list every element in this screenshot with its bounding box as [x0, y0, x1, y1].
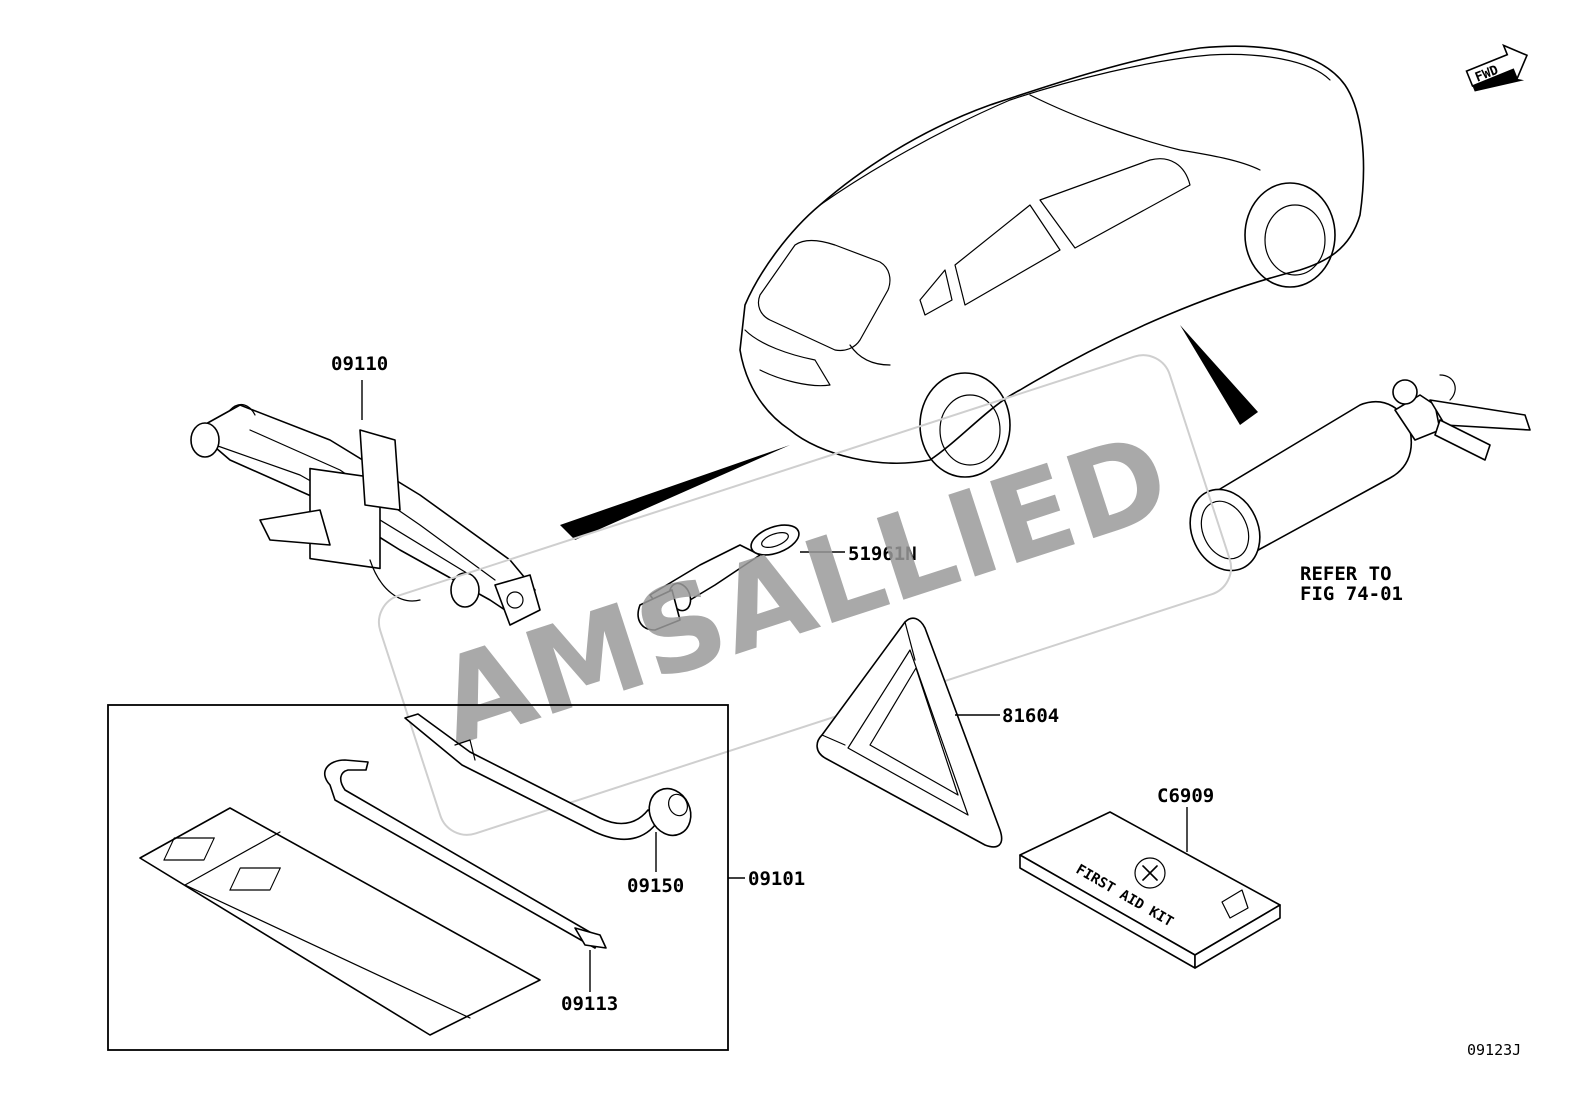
label-09110: 09110 [331, 353, 388, 375]
label-09101: 09101 [748, 868, 805, 890]
label-c6909: C6909 [1157, 785, 1214, 807]
label-51961n: 51961N [848, 543, 917, 565]
extinguisher-note-line1: REFER TO [1300, 563, 1392, 585]
extinguisher-note-line2: FIG 74-01 [1300, 583, 1403, 605]
jack-handle [324, 759, 607, 949]
tool-bag [139, 807, 541, 1036]
wheel-wrench [404, 713, 692, 841]
first-aid-kit: FIRST AID KIT [1019, 811, 1281, 969]
vehicle-outline [560, 45, 1365, 540]
fire-extinguisher [1189, 374, 1531, 572]
watermark-text: AMSALLIED [421, 407, 1184, 772]
fwd-arrow-icon: FWD [1465, 43, 1529, 92]
tow-hook [637, 524, 800, 631]
label-81604: 81604 [1002, 705, 1059, 727]
label-09113: 09113 [561, 993, 618, 1015]
label-09150: 09150 [627, 875, 684, 897]
diagram-code: 09123J [1467, 1041, 1521, 1059]
warning-triangle [816, 617, 1003, 848]
scissor-jack [190, 403, 541, 626]
